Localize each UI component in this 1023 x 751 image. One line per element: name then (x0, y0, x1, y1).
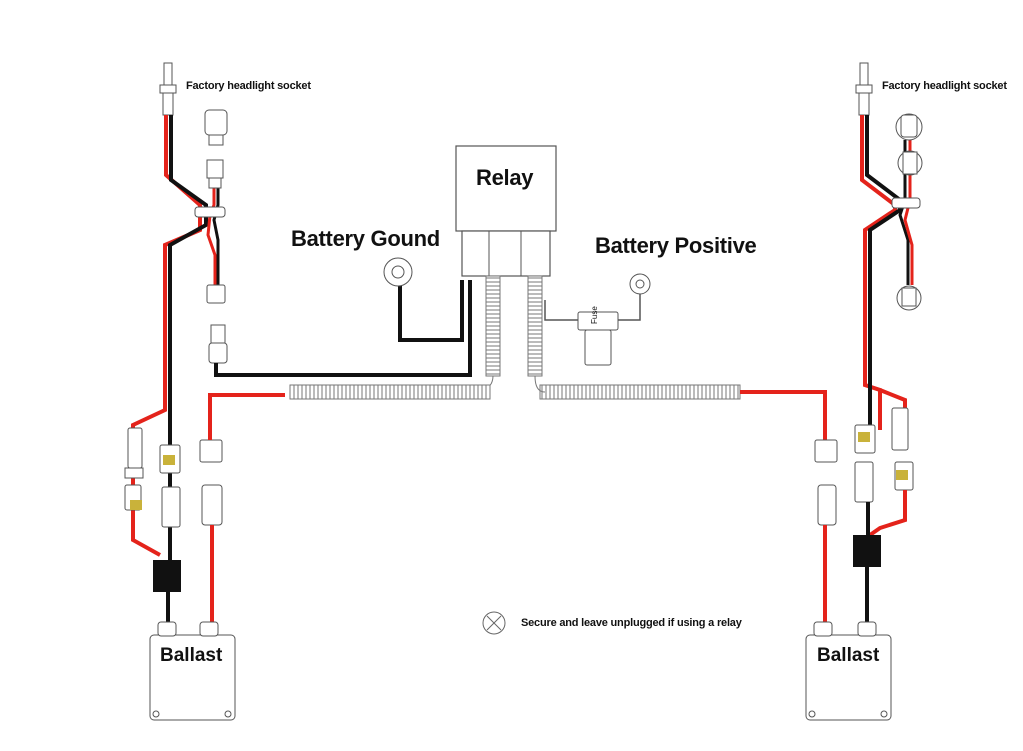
factory-socket-left (204, 109, 228, 189)
fuse-label: Fuse (590, 306, 599, 324)
left-relay-black (214, 280, 472, 377)
right-filter-block (853, 535, 881, 567)
ballast-right-label: Ballast (817, 645, 880, 666)
relay-box (455, 145, 557, 232)
battery-ground-label: Battery Gound (291, 226, 440, 251)
battery-positive-label: Battery Positive (595, 233, 757, 258)
fuse-holder (577, 311, 619, 366)
left-relay-plug (206, 284, 228, 364)
factory-socket-right (895, 113, 923, 311)
relay-note: Secure and leave unplugged if using a re… (521, 617, 742, 629)
relay-label: Relay (476, 165, 534, 190)
left-filter-block (153, 560, 181, 592)
left-factory-red (206, 175, 217, 285)
ballast-left (149, 621, 236, 721)
hid-bulb-right (855, 62, 873, 116)
factory-socket-right-label: Factory headlight socket (882, 80, 1007, 92)
left-black-wire (168, 115, 208, 455)
ballast-left-label: Ballast (160, 645, 223, 666)
right-harness (805, 62, 923, 721)
left-factory-black (212, 175, 220, 285)
hid-bulb-left (159, 62, 177, 116)
factory-socket-left-label: Factory headlight socket (186, 80, 311, 92)
left-harness (124, 62, 472, 721)
unplugged-x-icon (482, 611, 506, 635)
relay-assembly (289, 145, 827, 440)
ballast-right (805, 621, 892, 721)
